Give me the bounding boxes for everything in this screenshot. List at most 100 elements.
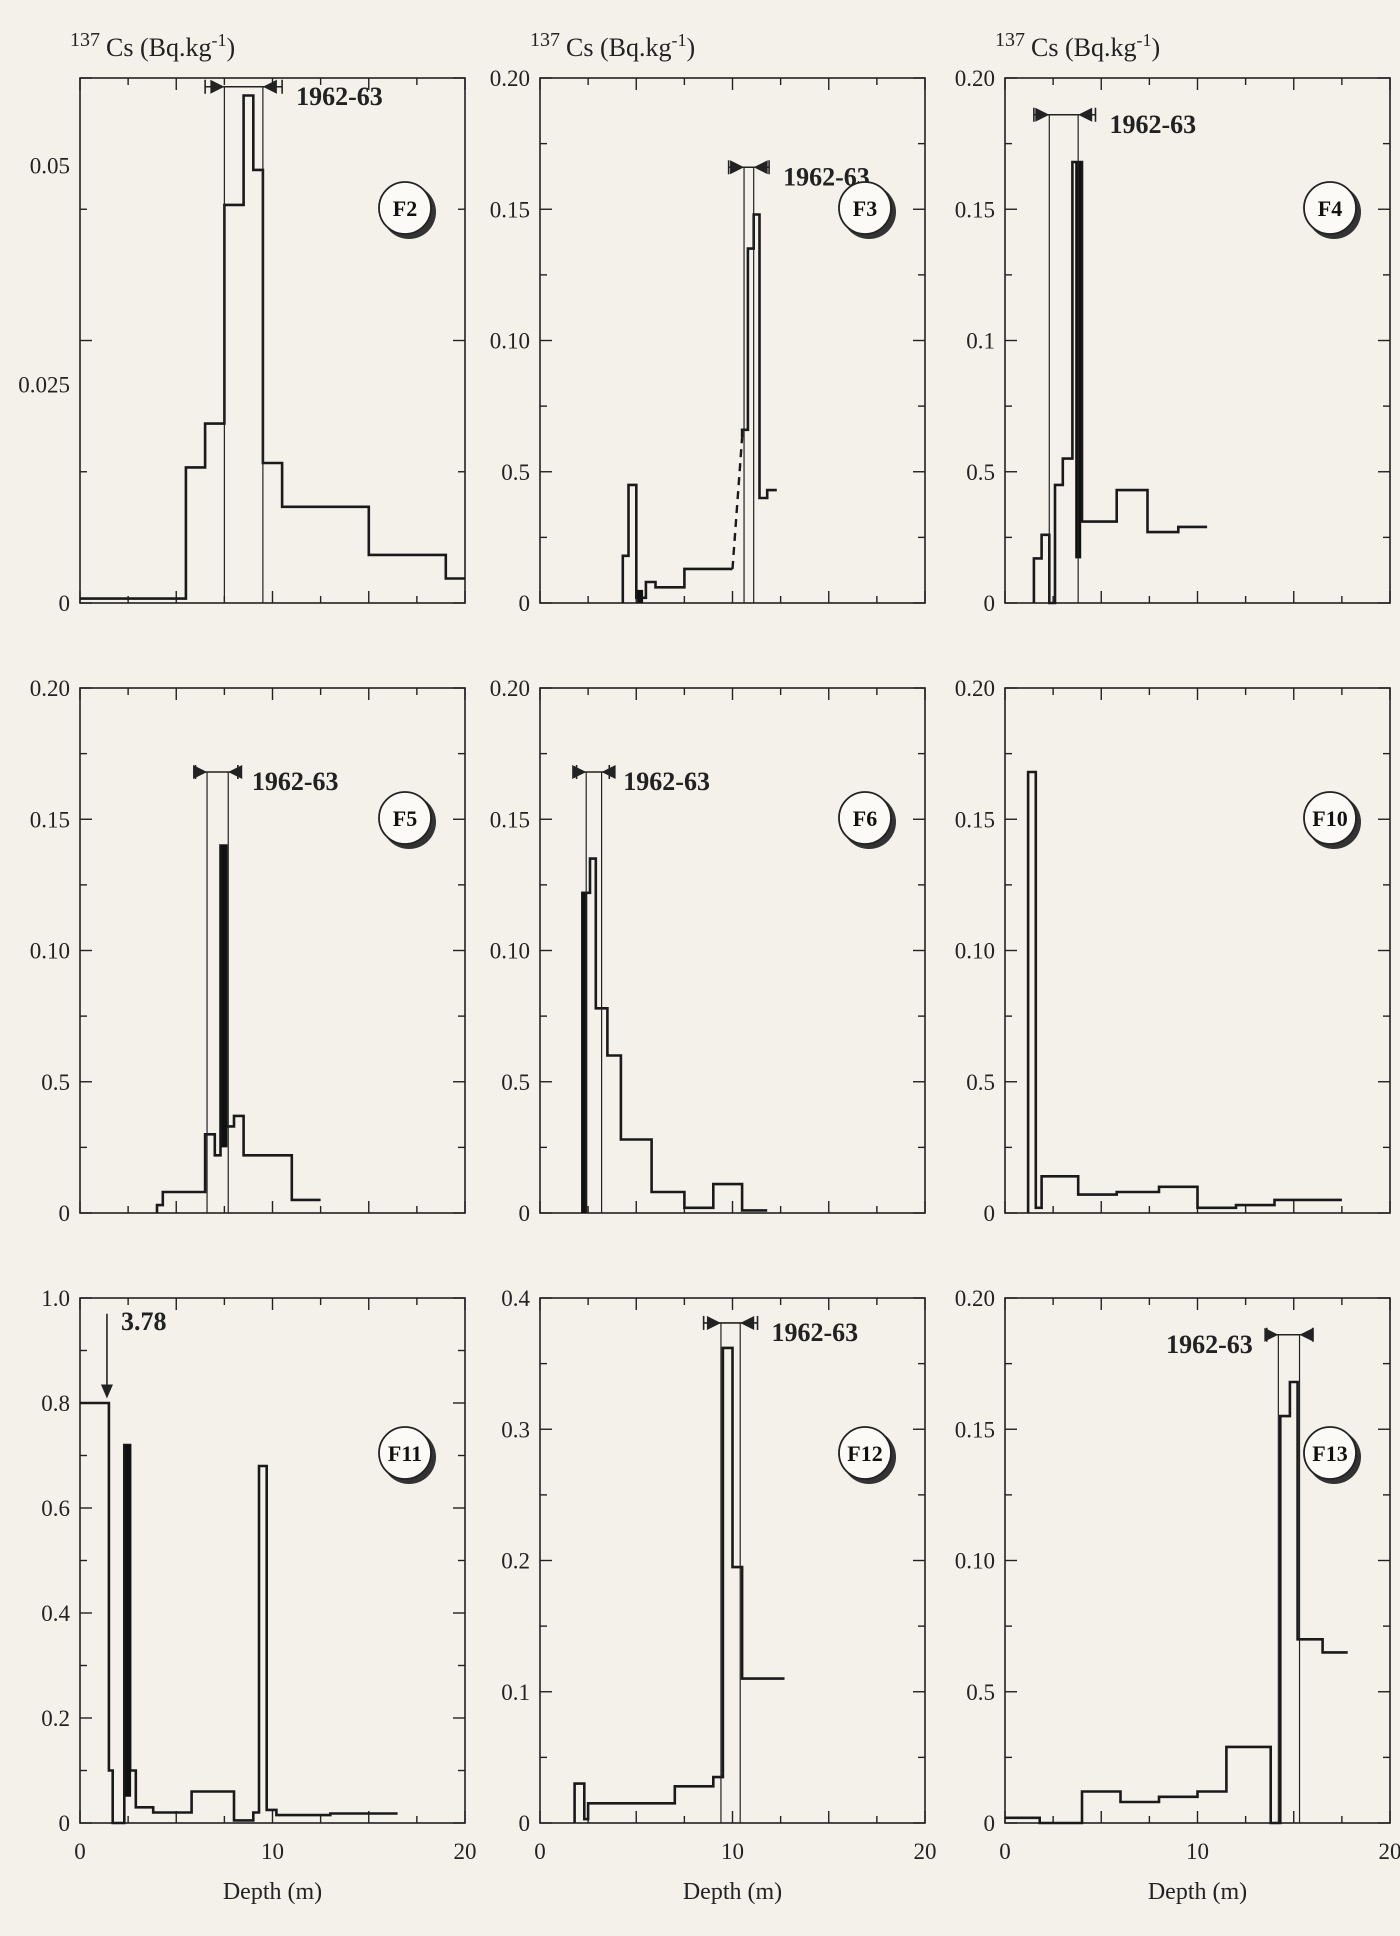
panel-id: F5 — [393, 806, 417, 831]
y-tick-label: 0.20 — [955, 1286, 995, 1311]
data-step-line — [1032, 160, 1208, 605]
horizon-arrow — [753, 160, 768, 175]
data-step-line — [80, 94, 465, 600]
x-tick-label: 20 — [1379, 1839, 1400, 1864]
y-tick-label: 0.2 — [41, 1706, 70, 1731]
y-tick-label: 0.1 — [501, 1680, 530, 1705]
panel-badge — [1303, 1426, 1357, 1480]
x-tick-label: 0 — [999, 1839, 1011, 1864]
horizon-arrow — [572, 765, 587, 779]
y-tick-label: 0.6 — [41, 1496, 70, 1521]
panel-id: F4 — [1318, 196, 1342, 221]
plot-frame — [539, 1297, 926, 1824]
y-tick-label: 0.10 — [955, 939, 995, 964]
panel-id: F13 — [1312, 1441, 1347, 1466]
y-tick-label: 0 — [519, 1201, 531, 1226]
y-tick-label: 0.3 — [501, 1417, 530, 1442]
data-step-line — [573, 1346, 785, 1823]
y-tick-label: 0.10 — [955, 1549, 995, 1574]
horizon-arrow — [1035, 107, 1050, 122]
panel-badge — [1303, 791, 1357, 845]
data-step-line — [1005, 1380, 1348, 1825]
x-tick-label: 0 — [74, 1839, 86, 1864]
data-step-line — [155, 844, 321, 1213]
badge-shadow — [842, 795, 896, 849]
panel-id: F6 — [853, 806, 877, 831]
horizon-arrow — [1078, 107, 1093, 122]
panel-badge — [378, 1426, 432, 1480]
y-tick-label: 0.1 — [966, 329, 995, 354]
horizon-arrow — [193, 765, 208, 779]
y-tick-label: 0 — [984, 591, 996, 616]
panel-badge — [1303, 181, 1357, 235]
y-tick-label: 0.10 — [490, 939, 530, 964]
horizon-arrow — [730, 160, 745, 175]
y-tick-label: 0.15 — [955, 1417, 995, 1442]
panel-id: F2 — [393, 196, 417, 221]
horizon-arrow — [1299, 1327, 1314, 1342]
horizon-label: 1962-63 — [1109, 110, 1196, 139]
data-step-line — [621, 483, 733, 603]
x-axis-label: Depth (m) — [223, 1879, 322, 1905]
y-tick-label: 0 — [59, 1201, 71, 1226]
plot-frame — [79, 687, 466, 1214]
y-tick-label: 0.4 — [41, 1601, 70, 1626]
panel-id: F10 — [1312, 806, 1347, 831]
data-dashed-line — [731, 437, 744, 569]
y-tick-label: 0.5 — [501, 1070, 530, 1095]
x-axis-label: Depth (m) — [1148, 1879, 1247, 1905]
panel-badge — [838, 791, 892, 845]
data-step-line — [581, 857, 768, 1213]
horizon-label: 1962-63 — [296, 82, 383, 111]
y-tick-label: 0.15 — [30, 807, 70, 832]
panel-id: F11 — [388, 1441, 422, 1466]
panel-badge — [378, 791, 432, 845]
panel-id: F12 — [847, 1441, 882, 1466]
horizon-arrow — [210, 79, 225, 94]
badge-shadow — [842, 1430, 896, 1484]
y-tick-label: 0 — [519, 591, 531, 616]
x-tick-label: 20 — [914, 1839, 937, 1864]
x-tick-label: 20 — [454, 1839, 477, 1864]
y-tick-label: 0.4 — [501, 1286, 530, 1311]
plot-frame — [79, 1297, 466, 1824]
x-tick-label: 10 — [1186, 1839, 1209, 1864]
x-tick-label: 0 — [534, 1839, 546, 1864]
badge-shadow — [1307, 795, 1361, 849]
x-tick-label: 10 — [261, 1839, 284, 1864]
plot-frame — [1004, 1297, 1391, 1824]
horizon-label: 1962-63 — [1166, 1330, 1253, 1359]
panel-badge — [838, 1426, 892, 1480]
y-tick-label: 0.20 — [30, 676, 70, 701]
plot-frame — [539, 77, 926, 604]
horizon-arrow — [740, 1315, 755, 1330]
y-tick-label: 0.8 — [41, 1391, 70, 1416]
y-tick-label: 0 — [59, 591, 71, 616]
horizon-label: 1962-63 — [772, 1318, 859, 1347]
badge-shadow — [1307, 1430, 1361, 1484]
y-tick-label: 0.5 — [966, 1070, 995, 1095]
horizon-label: 1962-63 — [252, 767, 339, 796]
panel-id: F3 — [853, 196, 877, 221]
y-tick-label: 0.5 — [966, 1680, 995, 1705]
y-tick-label: 0.5 — [966, 460, 995, 485]
horizon-label: 1962-63 — [623, 767, 710, 796]
panel-badge — [838, 181, 892, 235]
y-tick-label: 0.5 — [41, 1070, 70, 1095]
x-tick-label: 10 — [721, 1839, 744, 1864]
y-tick-label: 0.20 — [490, 66, 530, 91]
data-step-line — [80, 1401, 398, 1825]
horizon-arrow — [1264, 1327, 1279, 1342]
annotation-arrow-head — [100, 1384, 113, 1399]
x-axis-label: Depth (m) — [683, 1879, 782, 1905]
plot-frame — [1004, 687, 1391, 1214]
badge-shadow — [382, 185, 436, 239]
y-tick-label: 0.05 — [30, 154, 70, 179]
